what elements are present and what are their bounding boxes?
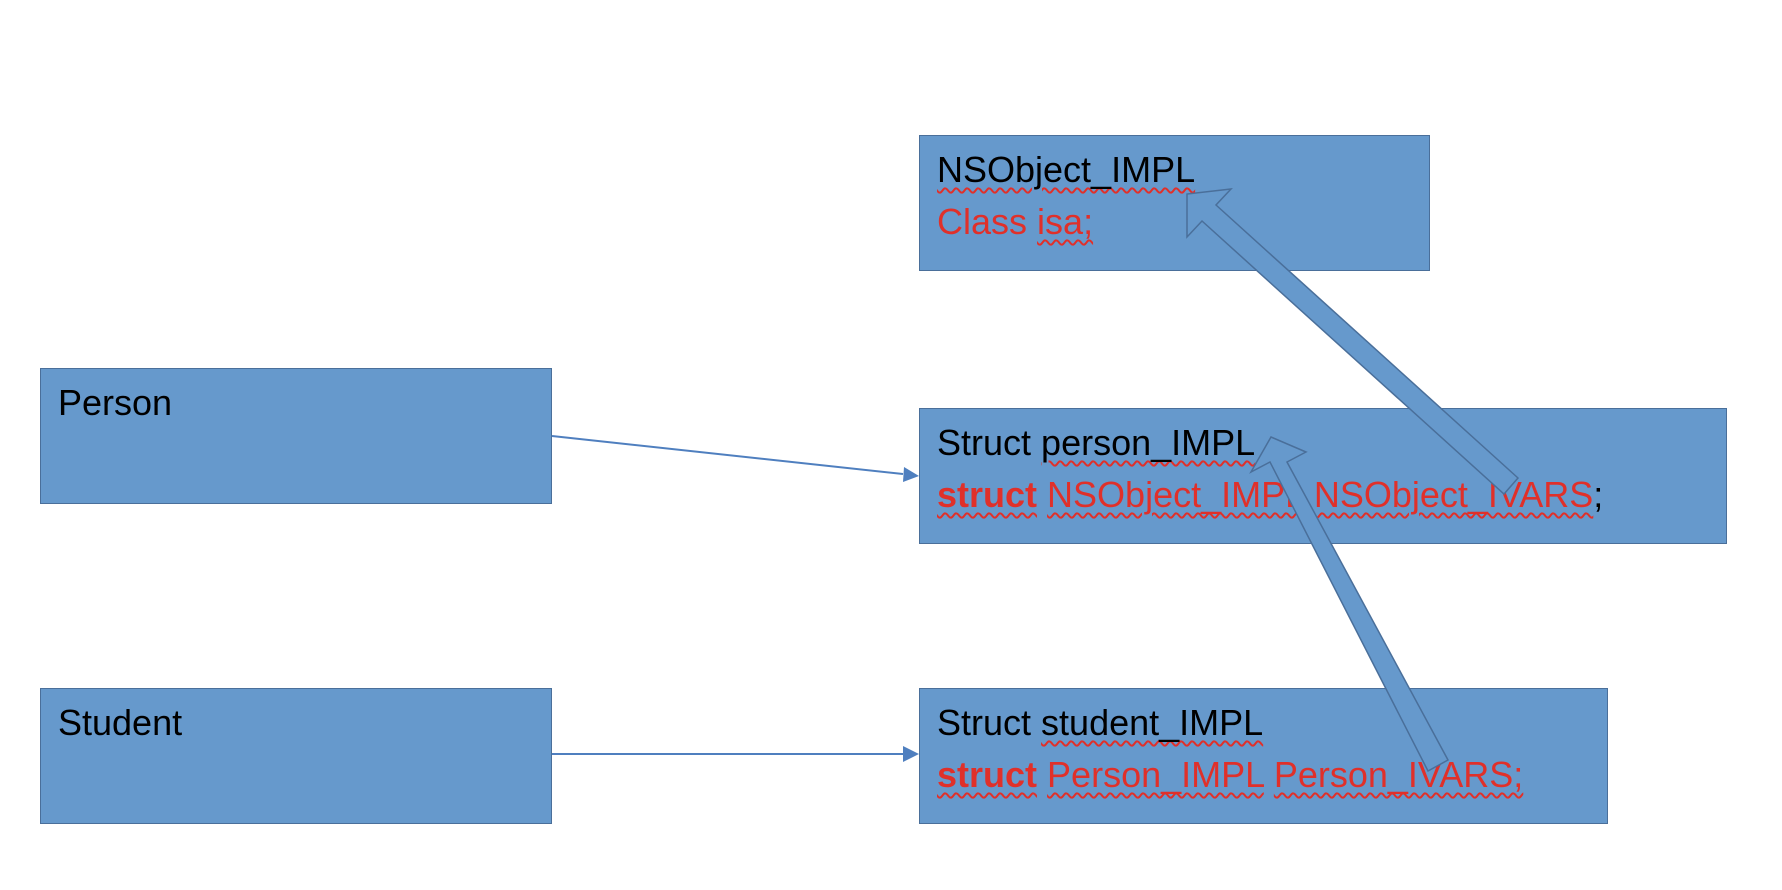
student-label: Student: [58, 702, 183, 743]
person-impl-struct-keyword-bold: struct: [937, 474, 1038, 515]
person-impl-struct-keyword: Struct: [937, 422, 1032, 463]
nsobject-impl-box: NSObject_IMPL Class isa;: [919, 135, 1430, 271]
nsobject-impl-field-line: Class isa;: [937, 202, 1093, 242]
student-impl-struct-keyword: Struct: [937, 702, 1032, 743]
student-impl-struct-keyword-bold: struct: [937, 754, 1038, 795]
person-impl-semicolon: ;: [1593, 474, 1604, 515]
nsobject-class-type: Class: [937, 201, 1028, 242]
student-impl-field-line: struct Person_IMPL Person_IVARS;: [937, 755, 1523, 795]
student-impl-person-type: Person_IMPL: [1047, 754, 1264, 795]
person-impl-box: Struct person_IMPL struct NSObject_IMPL …: [919, 408, 1727, 544]
student-box: Student: [40, 688, 552, 824]
nsobject-isa-field: isa;: [1037, 201, 1094, 242]
person-impl-name: person_IMPL: [1041, 422, 1256, 463]
person-impl-title: Struct person_IMPL: [937, 423, 1255, 463]
person-impl-nsobject-type: NSObject_IMPL: [1047, 474, 1304, 515]
person-to-person-impl-line: [551, 435, 904, 475]
student-impl-name: student_IMPL: [1041, 702, 1264, 743]
nsobject-impl-title: NSObject_IMPL: [937, 150, 1195, 190]
student-impl-title: Struct student_IMPL: [937, 703, 1263, 743]
student-to-student-impl-arrowhead: [903, 746, 919, 762]
person-to-person-impl-arrowhead: [903, 467, 919, 482]
student-impl-person-ivars: Person_IVARS;: [1273, 754, 1524, 795]
person-impl-field-line: struct NSObject_IMPL NSObject_IVARS;: [937, 475, 1603, 515]
person-impl-nsobject-ivars: NSObject_IVARS: [1313, 474, 1594, 515]
student-impl-box: Struct student_IMPL struct Person_IMPL P…: [919, 688, 1608, 824]
person-label: Person: [58, 382, 173, 423]
nsobject-impl-name: NSObject_IMPL: [937, 149, 1196, 190]
person-box: Person: [40, 368, 552, 504]
